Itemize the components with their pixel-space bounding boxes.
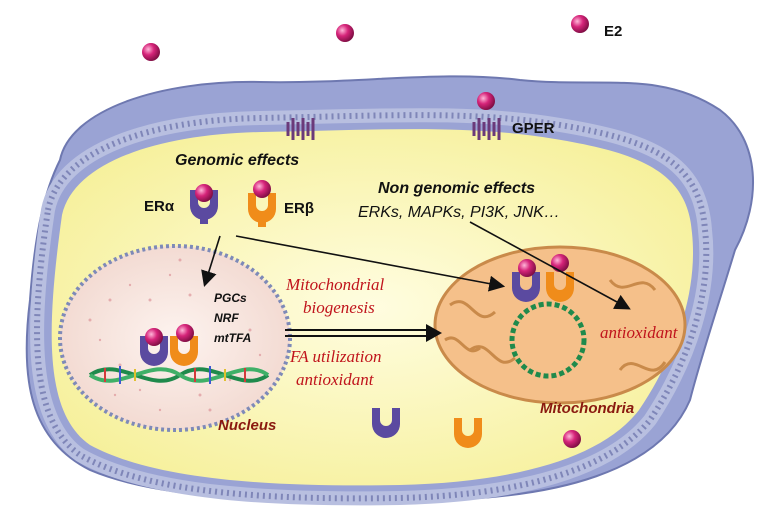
er-alpha-receptor-free: [372, 408, 400, 438]
e2-ball: [477, 92, 495, 110]
e2-ball: [145, 328, 163, 346]
er-beta-receptor: [248, 193, 276, 227]
er-alpha-receptor-mito: [512, 272, 540, 302]
e2-label: E2: [604, 23, 622, 40]
fa-utilization-line2: antioxidant: [296, 370, 375, 389]
arrow-er-to-mito: [235, 235, 506, 292]
mitochondrial-dna: [509, 301, 587, 379]
fa-utilization-line1: FA utilization: [289, 347, 381, 366]
gper-label: GPER: [512, 120, 555, 137]
mito-biogenesis-line1: Mitochondrial: [285, 275, 384, 294]
genomic-effects-label: Genomic effects: [175, 152, 299, 169]
nucleus-to-mito-arrow: [285, 324, 442, 342]
gper-receptor-right: [472, 118, 501, 140]
gper-receptor-left: [286, 118, 315, 140]
arrow-er-to-nucleus: [201, 235, 221, 288]
mttfa-label: mtTFA: [214, 331, 251, 345]
arrow-nongenomic-to-mito: [469, 221, 631, 310]
nrf-label: NRF: [214, 311, 239, 325]
er-beta-receptor-nucleus: [170, 336, 198, 366]
e2-ball: [563, 430, 581, 448]
e2-ball: [518, 259, 536, 277]
mitochondria-cristae: [444, 279, 667, 372]
er-alpha-receptor-nucleus: [140, 336, 168, 366]
er-alpha-label: ERα: [144, 198, 175, 215]
pgcs-label: PGCs: [214, 291, 247, 305]
e2-ball: [142, 43, 160, 61]
kinases-label: ERKs, MAPKs, PI3K, JNK…: [358, 204, 560, 221]
e2-ball: [551, 254, 569, 272]
dna-helix: [88, 366, 270, 384]
nucleus-label: Nucleus: [218, 417, 276, 434]
e2-ball: [571, 15, 589, 33]
mito-biogenesis-line2: biogenesis: [303, 298, 375, 317]
e2-ball: [195, 184, 213, 202]
e2-ball: [176, 324, 194, 342]
er-beta-label: ERβ: [284, 200, 314, 217]
mito-antioxidant-label: antioxidant: [600, 323, 679, 342]
mitochondria-label: Mitochondria: [540, 400, 634, 417]
e2-ball: [336, 24, 354, 42]
nucleus-speckles: [88, 258, 262, 412]
er-beta-receptor-free: [454, 418, 482, 448]
er-beta-receptor-mito: [546, 272, 574, 302]
e2-ball: [253, 180, 271, 198]
non-genomic-effects-label: Non genomic effects: [378, 180, 535, 197]
